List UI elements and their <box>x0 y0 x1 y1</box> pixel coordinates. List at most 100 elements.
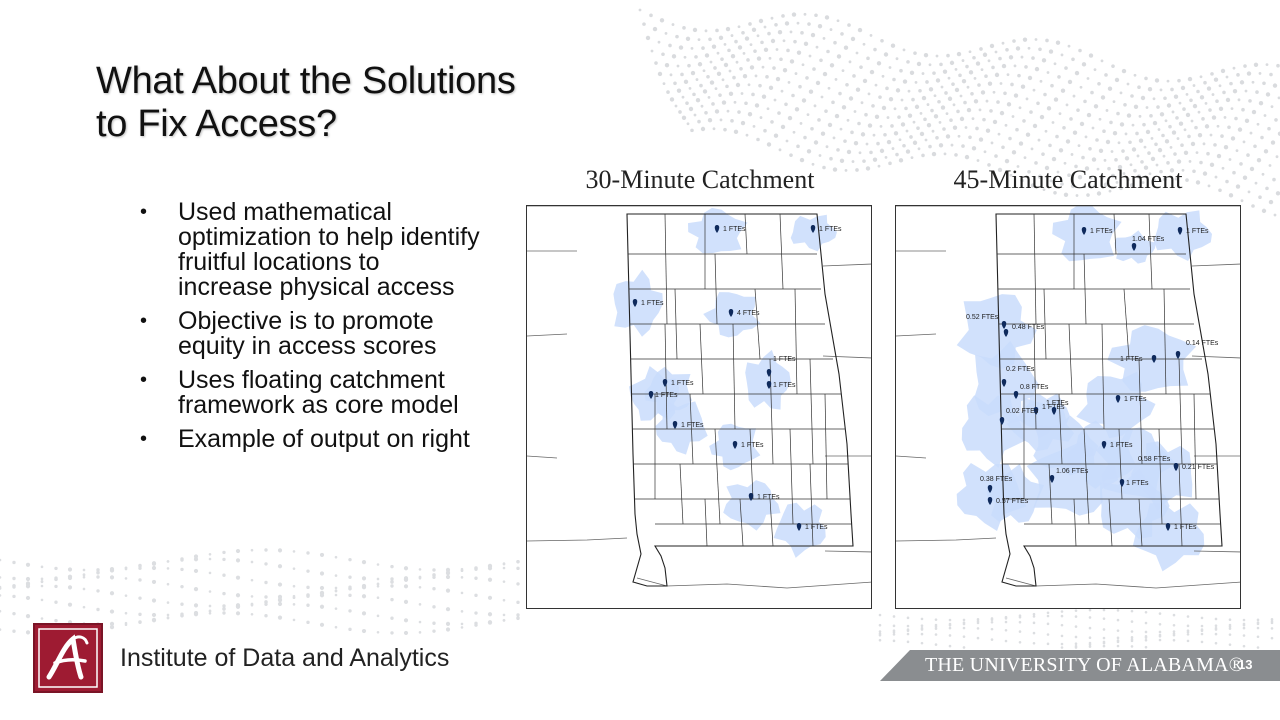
map-pin-icon <box>1001 379 1007 387</box>
university-banner <box>880 650 1280 681</box>
map-pin-icon <box>1101 441 1107 449</box>
map-pin-icon <box>766 381 772 389</box>
site-label: 0.14 FTEs <box>1186 340 1219 347</box>
site-label: 1 FTEs <box>757 494 780 501</box>
map-pin-icon <box>1081 227 1087 235</box>
bullet-dot-icon: • <box>140 428 148 450</box>
page-number: 13 <box>1238 657 1253 672</box>
catchment-area <box>1132 503 1205 572</box>
title-line-2: to Fix Access? <box>96 103 337 145</box>
site-label: 1 FTEs <box>741 442 764 449</box>
bullet-item: •Example of output on right <box>140 425 470 453</box>
map-pin-icon <box>999 417 1005 425</box>
map-pin-icon <box>714 225 720 233</box>
map-pin-icon <box>1131 243 1137 251</box>
map-svg: 1 FTEs 1 FTEs 1 FTEs 4 FTEs 1 FTEs 1 FTEs 1 FT… <box>527 206 871 589</box>
state-outline <box>995 213 1223 587</box>
map-pin-icon <box>1165 523 1171 531</box>
catchment-area <box>1100 468 1170 539</box>
map-pin-icon <box>1033 407 1039 415</box>
catchment-area <box>723 480 781 531</box>
catchment-area <box>790 214 837 252</box>
state-outline <box>626 213 854 587</box>
map-pin-icon <box>1049 475 1055 483</box>
site-label: 1 FTEs <box>1046 400 1069 407</box>
catchment-area <box>655 400 708 455</box>
site-label: 1 FTEs <box>641 300 664 307</box>
site-label: 1 FTEs <box>723 226 746 233</box>
site-label: 0.02 FTEs <box>1006 408 1039 415</box>
site-label: 0.8 FTEs <box>1020 384 1049 391</box>
map-pin-icon <box>1151 355 1157 363</box>
catchment-map-30: 1 FTEs 1 FTEs 1 FTEs 4 FTEs 1 FTEs 1 FTEs 1 FT… <box>526 205 872 609</box>
catchment-area <box>1153 210 1212 261</box>
catchment-area <box>745 349 791 410</box>
site-label: 0.58 FTEs <box>1138 456 1171 463</box>
site-label: 1 FTEs <box>773 356 796 363</box>
bullet-item: •Uses floating catchment framework as co… <box>140 366 459 419</box>
site-label: 1 FTEs <box>819 226 842 233</box>
map-caption-45: 45-Minute Catchment <box>953 165 1183 194</box>
site-label: 0.2 FTEs <box>1006 366 1035 373</box>
site-label: 1.04 FTEs <box>1132 236 1165 243</box>
script-a-logo-icon <box>33 623 103 693</box>
catchment-area <box>613 269 663 337</box>
site-label: 1.06 FTEs <box>1056 468 1089 475</box>
catchment-area <box>956 294 1037 369</box>
site-label: 0.48 FTEs <box>1012 324 1045 331</box>
map-pin-icon <box>1001 321 1007 329</box>
site-label: 0.38 FTEs <box>980 476 1013 483</box>
map-pin-icon <box>632 299 638 307</box>
map-pin-icon <box>672 421 678 429</box>
map-pin-icon <box>987 485 993 493</box>
catchment-area <box>961 395 1025 468</box>
bullet-item: •Used mathematical optimization to help … <box>140 198 480 301</box>
site-label: 1 FTEs <box>1110 442 1133 449</box>
site-label: 0.52 FTEs <box>966 314 999 321</box>
map-pin-icon <box>728 309 734 317</box>
bullet-dot-icon: • <box>140 369 148 391</box>
site-label: 1 FTEs <box>1124 396 1147 403</box>
site-label: 1 FTEs <box>1174 524 1197 531</box>
site-label: 1 FTEs <box>671 380 694 387</box>
site-label: 1 FTEs <box>1186 228 1209 235</box>
map-pin-icon <box>748 493 754 501</box>
bullet-dot-icon: • <box>140 310 148 332</box>
university-name: THE UNIVERSITY OF ALABAMA® <box>925 654 1245 676</box>
site-label: 1 FTEs <box>1090 228 1113 235</box>
site-label: 0.57 FTEs <box>996 498 1029 505</box>
map-pin-icon <box>1013 391 1019 399</box>
catchment-area <box>987 463 1044 523</box>
site-label: 0.21 FTEs <box>1182 464 1215 471</box>
map-svg: 1 FTEs 1 FTEs 1.04 FTEs 0.52 FTEs 0.48 FTEs 0… <box>896 206 1240 589</box>
site-label: 1 FTEs <box>681 422 704 429</box>
map-pin-icon <box>732 441 738 449</box>
site-label: 1 FTEs <box>1120 356 1143 363</box>
bullet-dot-icon: • <box>140 201 148 223</box>
map-pin-icon <box>1051 407 1057 415</box>
slide-title: What About the Solutions to Fix Access? <box>96 60 656 146</box>
map-pin-icon <box>1003 329 1009 337</box>
map-pin-icon <box>796 523 802 531</box>
site-label: 1 FTEs <box>1126 480 1149 487</box>
map-pin-icon <box>1115 395 1121 403</box>
catchment-area <box>1107 325 1197 392</box>
map-pin-icon <box>810 225 816 233</box>
site-label: 1 FTEs <box>655 392 678 399</box>
map-pin-icon <box>1175 351 1181 359</box>
institute-name: Institute of Data and Analytics <box>120 644 450 672</box>
map-caption-30: 30-Minute Catchment <box>585 165 815 194</box>
map-pin-icon <box>987 497 993 505</box>
map-pin-icon <box>1119 479 1125 487</box>
site-label: 1 FTEs <box>773 382 796 389</box>
map-pin-icon <box>1173 463 1179 471</box>
catchment-area <box>1052 206 1122 262</box>
catchment-area <box>1033 415 1099 476</box>
map-pin-icon <box>1177 227 1183 235</box>
map-pin-icon <box>766 369 772 377</box>
site-label: 4 FTEs <box>737 310 760 317</box>
bullet-list: •Used mathematical optimization to help … <box>140 200 480 461</box>
catchment-map-45: 1 FTEs 1 FTEs 1.04 FTEs 0.52 FTEs 0.48 FTEs 0… <box>895 205 1241 609</box>
site-label: 1 FTEs <box>805 524 828 531</box>
